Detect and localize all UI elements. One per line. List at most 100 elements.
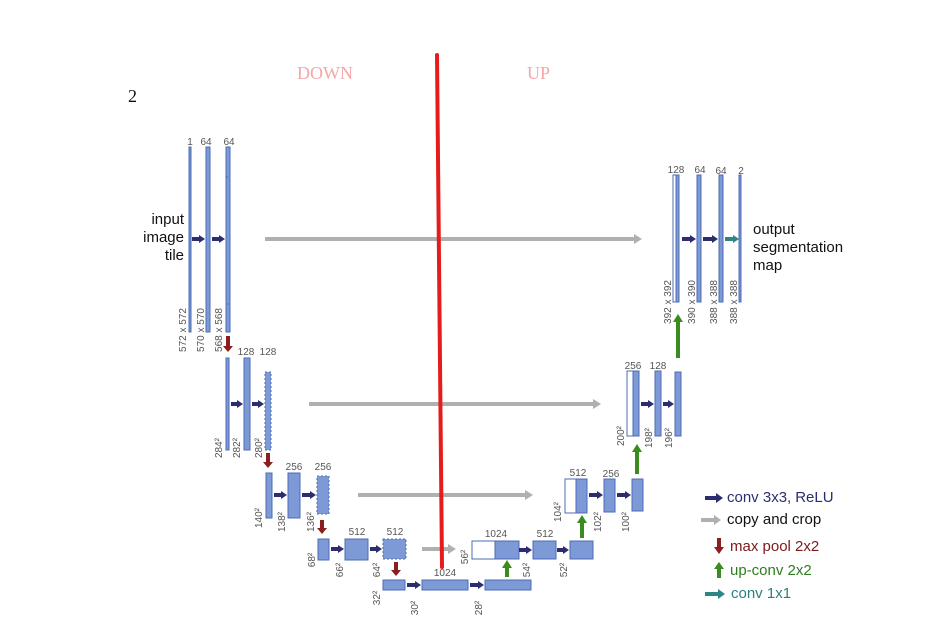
teal-right-arrow-icon xyxy=(705,588,725,599)
enc3-size-label: 136² xyxy=(306,511,317,532)
enc1-channel-label: 64 xyxy=(200,137,212,148)
enc2-block xyxy=(225,357,230,451)
enc4-channel-label: 512 xyxy=(387,527,404,538)
dec2-channel-label: 256 xyxy=(625,361,642,372)
dec4-size-label: 52² xyxy=(559,562,570,577)
dec4-conv2-block xyxy=(569,540,594,560)
dec4-copied-block xyxy=(471,540,496,560)
copy-crop-arrow-3 xyxy=(358,490,533,500)
legend-copy-label: copy and crop xyxy=(727,511,822,528)
enc4-size-label: 66² xyxy=(335,562,346,577)
dec1-conv2-block xyxy=(718,174,724,303)
output-label: output xyxy=(753,221,796,238)
dec1-conv1-block xyxy=(696,174,702,303)
enc3-conv2-block xyxy=(316,475,330,515)
enc2-conv2-block xyxy=(264,371,272,451)
dec2-size-label: 196² xyxy=(664,427,675,448)
dec2-upconv-block xyxy=(632,370,640,437)
enc2-channel-label: 128 xyxy=(238,347,255,358)
enc4-channel-label: 512 xyxy=(349,527,366,538)
enc2-size-label: 284² xyxy=(214,437,225,458)
dec2-copied-block xyxy=(626,370,634,437)
conv-arrow xyxy=(274,491,287,499)
maxpool-arrow-2 xyxy=(263,453,273,468)
dec3-channel-label: 256 xyxy=(603,469,620,480)
legend-upconv: up-conv 2x2 xyxy=(713,561,812,579)
bottom-size-label: 28² xyxy=(474,600,485,615)
enc1-channel-label: 1 xyxy=(187,137,193,148)
legend-conv1x1: conv 1x1 xyxy=(704,585,791,602)
copy-crop-arrow-1 xyxy=(265,234,642,244)
dec1-size-label: 388 x 388 xyxy=(709,280,720,324)
dec3-upconv-block xyxy=(575,478,588,514)
enc3-block xyxy=(265,472,273,519)
conv-arrow xyxy=(617,491,631,499)
legend-conv1x1-label: conv 1x1 xyxy=(731,585,792,602)
right-arrow-icon xyxy=(705,492,723,503)
dec2-conv1-block xyxy=(654,370,662,437)
copy-crop-arrow-4 xyxy=(422,544,456,554)
enc1-input-block xyxy=(188,146,192,333)
bottom-size-label: 30² xyxy=(410,600,421,615)
down-arrow-icon xyxy=(714,538,724,554)
conv-arrow xyxy=(252,400,264,408)
bottom-conv2-block xyxy=(484,579,532,591)
dec4-conv1-block xyxy=(532,540,557,560)
dec1-channel-label: 64 xyxy=(715,166,727,177)
conv-arrow xyxy=(212,235,225,243)
dec3-conv2-block xyxy=(631,478,644,512)
up-section-label: UP xyxy=(527,63,551,83)
enc3-size-label: 140² xyxy=(254,507,265,528)
divider-line xyxy=(435,53,444,569)
dec4-channel-label: 512 xyxy=(537,529,554,540)
dec4-size-label: 56² xyxy=(460,549,471,564)
maxpool-arrow-4 xyxy=(391,562,401,576)
gray-right-arrow-icon xyxy=(701,514,721,525)
enc1-size-label: 568 x 568 xyxy=(214,308,225,352)
upconv-arrow-3 xyxy=(632,444,642,474)
dec2-size-label: 198² xyxy=(644,427,655,448)
legend-pool: max pool 2x2 xyxy=(713,537,819,555)
enc4-conv2-block xyxy=(382,538,407,560)
input-label: tile xyxy=(165,247,184,264)
down-section-label: DOWN xyxy=(297,63,353,83)
conv-arrow xyxy=(641,400,654,408)
legend-conv: conv 3x3, ReLU xyxy=(704,489,834,506)
upconv-arrow-2 xyxy=(577,515,587,538)
input-label: image xyxy=(143,229,184,246)
page-number: 2 xyxy=(128,86,137,106)
maxpool-arrow-1 xyxy=(223,336,233,352)
copy-crop-arrow-2 xyxy=(309,399,601,409)
dec3-copied-block xyxy=(564,478,577,514)
dec3-size-label: 102² xyxy=(593,511,604,532)
enc1-conv1-block xyxy=(205,146,211,333)
legend-relu-label: ReLU xyxy=(795,489,834,506)
enc4-size-label: 64² xyxy=(372,562,383,577)
enc3-channel-label: 256 xyxy=(315,462,332,473)
dec2-conv2-block xyxy=(674,371,682,437)
dec1-channel-label: 64 xyxy=(694,165,706,176)
conv-arrow xyxy=(407,581,421,589)
bottom-block xyxy=(382,579,406,591)
enc4-size-label: 68² xyxy=(307,552,318,567)
dec4-size-label: 54² xyxy=(522,562,533,577)
conv-arrow xyxy=(703,235,718,243)
dec1-size-label: 388 x 388 xyxy=(729,280,740,324)
dec4-upconv-block xyxy=(494,540,520,560)
dec1-channel-label: 2 xyxy=(738,166,744,177)
conv-arrow xyxy=(302,491,316,499)
maxpool-arrow-3 xyxy=(317,520,327,534)
dec3-conv1-block xyxy=(603,478,616,513)
conv-arrow xyxy=(682,235,696,243)
enc1-crop-region xyxy=(225,176,231,305)
dec3-size-label: 104² xyxy=(553,501,564,522)
conv-arrow xyxy=(331,545,344,553)
bottom-size-label: 32² xyxy=(372,590,383,605)
conv-arrow xyxy=(192,235,205,243)
output-label: map xyxy=(753,257,782,274)
enc4-conv1-block xyxy=(344,538,369,561)
conv-arrow xyxy=(231,400,243,408)
dec2-size-label: 200² xyxy=(616,425,627,446)
